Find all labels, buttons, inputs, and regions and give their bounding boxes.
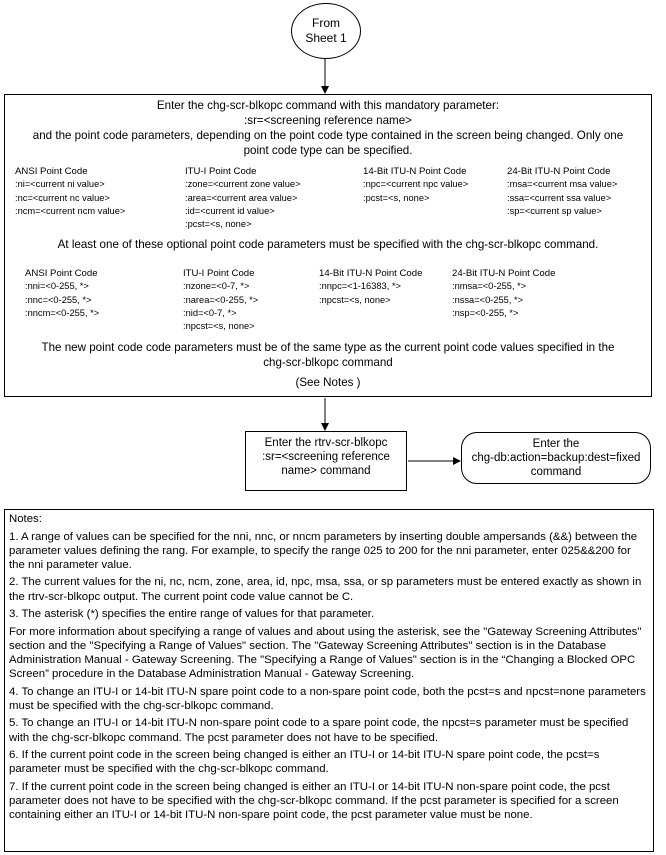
note-more-info: For more information about specifying a … [9,625,642,681]
param-item: :nnpc=<1-16383, *> [319,281,401,292]
intro-line-1: Enter the chg-scr-blkopc command with th… [156,99,500,112]
param-item: :nncm=<0-255, *> [25,307,100,318]
column-header: ITU-I Point Code [185,166,257,177]
param-item: :sp=<current sp value> [507,205,602,216]
chgdb-line-3: command [530,466,582,478]
column-header: 14-Bit ITU-N Point Code [319,268,423,279]
param-item: :nssa=<0-255, *> [452,294,524,305]
param-item: :narea=<0-255, *> [183,294,259,305]
column-header: ANSI Point Code [15,166,88,177]
same-type-line-2: chg-scr-blkopc command [263,356,393,369]
param-item: :nsp=<0-255, *> [452,307,519,318]
param-item: :ssa=<current ssa value> [507,192,612,203]
param-item: :nc=<current nc value> [15,192,110,203]
param-item: :npc=<current npc value> [363,179,469,190]
notes-box: Notes: 1. A range of values can be speci… [4,509,654,852]
column-header: 14-Bit ITU-N Point Code [363,166,467,177]
optional-itun24-column: 24-Bit ITU-N Point Code :nmsa=<0-255, *>… [452,267,555,320]
column-header: 24-Bit ITU-N Point Code [452,268,556,279]
rtrv-line-2: :sr=<screening reference [262,451,390,463]
intro-line-4: point code type can be specified. [243,144,413,157]
param-item: :id=<current id value> [185,205,275,216]
chgdb-line-1: Enter the [532,438,580,450]
chgdb-line-2: chg-db:action=backup:dest=fixed [471,452,641,464]
optional-itun14-column: 14-Bit ITU-N Point Code :nnpc=<1-16383, … [319,267,422,307]
chg-db-box: Enter the chg-db:action=backup:dest=fixe… [461,432,651,484]
optional-params-text: At least one of these optional point cod… [57,238,599,251]
note-4: 4. To change an ITU-I or 14-bit ITU-N sp… [9,685,646,712]
see-notes: (See Notes ) [295,376,361,389]
note-2: 2. The current values for the ni, nc, nc… [9,576,642,603]
param-item: :nmsa=<0-255, *> [452,281,527,292]
param-item: :nni=<0-255, *> [25,281,89,292]
param-item: :nnc=<0-255, *> [25,294,92,305]
param-item: :pcst=<s, none> [363,192,430,203]
rtrv-line-3: name> command [281,465,371,477]
current-itui-column: ITU-I Point Code :zone=<current zone val… [185,165,301,231]
param-item: :pcst=<s, none> [185,219,252,230]
note-7: 7. If the current point code in the scre… [9,780,619,822]
rtrv-line-1: Enter the rtrv-scr-blkopc [264,437,388,449]
param-item: :area=<current area value> [185,192,298,203]
chg-scr-blkopc-box: Enter the chg-scr-blkopc command with th… [4,94,652,397]
current-itun24-column: 24-Bit ITU-N Point Code :msa=<current ms… [507,165,617,218]
notes-title: Notes: [9,513,42,525]
param-item: :npcst=<s, none> [319,294,391,305]
note-1: 1. A range of values can be specified fo… [9,530,638,571]
rtrv-scr-blkopc-box: Enter the rtrv-scr-blkopc :sr=<screening… [245,431,407,491]
from-sheet-connector: From Sheet 1 [291,3,361,59]
note-6: 6. If the current point code in the scre… [9,749,600,776]
column-header: 24-Bit ITU-N Point Code [507,166,611,177]
current-ansi-column: ANSI Point Code :ni=<current ni value> :… [15,165,125,218]
note-5: 5. To change an ITU-I or 14-bit ITU-N no… [9,717,629,744]
connector-line1: From [312,16,340,30]
param-item: :ni=<current ni value> [15,179,105,190]
param-item: :npcst=<s, none> [183,321,255,332]
intro-line-3: and the point code parameters, depending… [32,129,624,142]
same-type-line-1: The new point code code parameters must … [41,341,615,354]
optional-itui-column: ITU-I Point Code :nzone=<0-7, *> :narea=… [183,267,258,333]
intro-line-2: :sr=<screening reference name> [244,114,412,127]
connector-line2: Sheet 1 [305,31,347,45]
param-item: :ncm=<current ncm value> [15,205,126,216]
optional-ansi-column: ANSI Point Code :nni=<0-255, *> :nnc=<0-… [25,267,99,320]
param-item: :zone=<current zone value> [185,179,301,190]
param-item: :msa=<current msa value> [507,179,618,190]
param-item: :nzone=<0-7, *> [183,281,250,292]
param-item: :nid=<0-7, *> [183,307,237,318]
note-3: 3. The asterisk (*) specifies the entire… [9,608,375,621]
column-header: ANSI Point Code [25,268,98,279]
column-header: ITU-I Point Code [183,268,255,279]
current-itun14-column: 14-Bit ITU-N Point Code :npc=<current np… [363,165,468,205]
